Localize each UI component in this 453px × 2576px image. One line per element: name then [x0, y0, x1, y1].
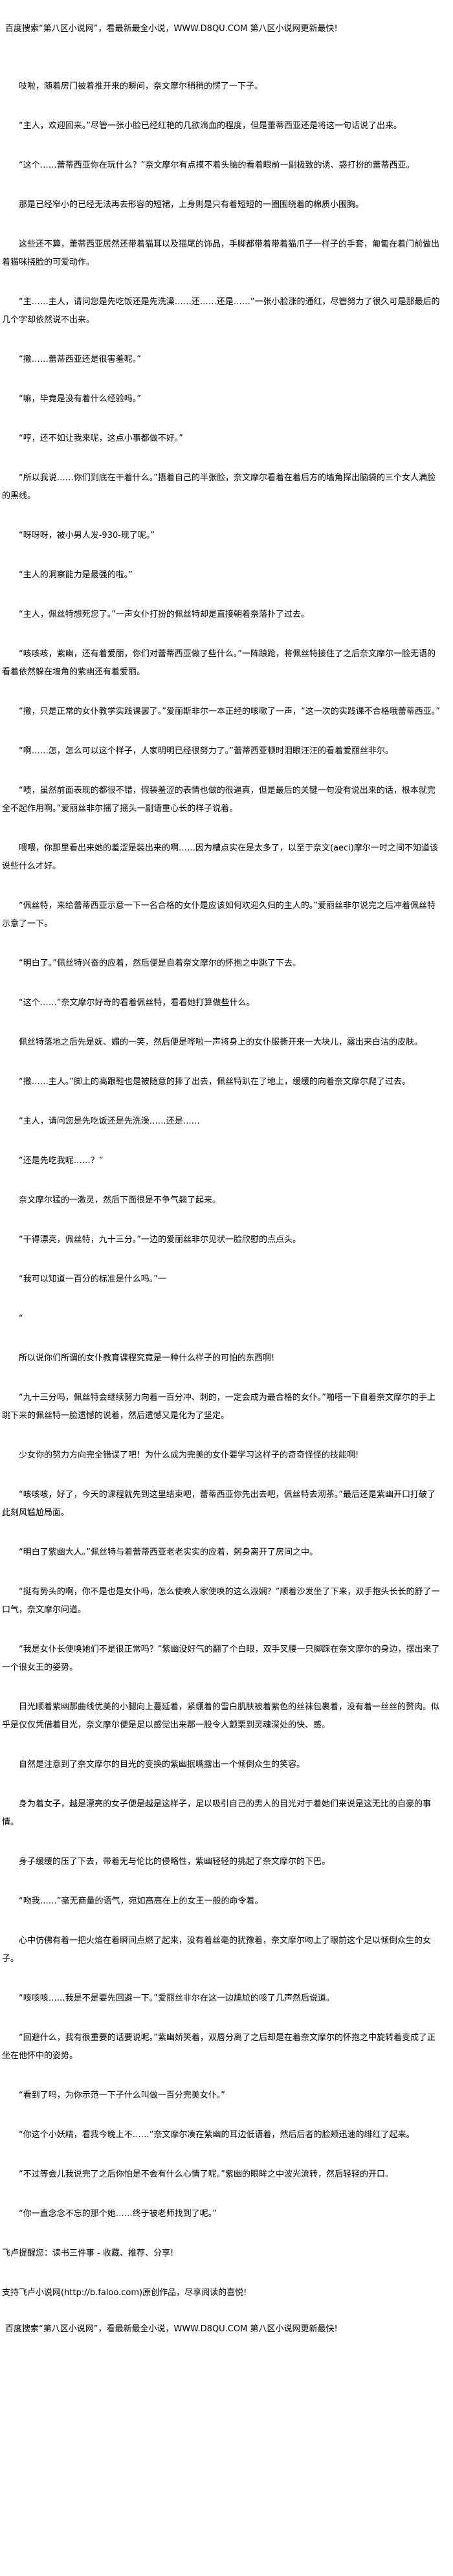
paragraph: “咳咳咳……我是不是要先回避一下。”爱丽丝非尔在这一边尴尬的咳了几声然后说道。 [19, 1993, 335, 2003]
paragraph: 喂喂，你那里看出来她的羞涩是装出来的啊……因为槽点实在是太多了，以至于奈文(ae… [2, 843, 438, 871]
paragraph: 这些还不算，蕾蒂西亚居然还带着猫耳以及猫尾的饰品，手脚都带着带着猫爪子一样子的手… [2, 239, 440, 267]
paragraph: “明白了紫幽大人。”佩丝特与着蕾蒂西亚老老实实的应着，躬身离开了房间之中。 [19, 1548, 318, 1557]
paragraph: “啊……怎，怎么可以这个样子，人家明明已经很努力了。”蕾蒂西亚顿时泪眼汪汪的看着… [19, 746, 393, 756]
paragraph: “呀呀呀，被小男人发-930-现了呢。” [19, 531, 155, 540]
paragraph: 所以说你们所谓的女仆教育课程究竟是一种什么样子的可怕的东西啊! [19, 1353, 275, 1363]
paragraph: 那是已经窄小的已经无法再去形容的短裙，上身则是只有着短短的一圈围绕着的棉质小围胸… [19, 200, 364, 210]
page: 百度搜索“第八区小说网”，看最新最全小说，WWW.D8QU.COM 第八区小说网… [2, 24, 442, 2334]
reader-notes: 飞卢提醒您：读书三件事 - 收藏、推荐、分享! 支持飞卢小说网(http://b… [2, 2245, 442, 2302]
paragraph: 身子缓缓的压了下去，带着无与伦比的侵略性，紫幽轻轻的挑起了奈文摩尔的下巴。 [19, 1857, 331, 1867]
paragraph: “干得漂亮，佩丝特，九十三分。”一边的爱丽丝非尔见状一脸欣慰的点点头。 [19, 1235, 301, 1245]
paragraph: 佩丝特落地之后先是妩、媚的一笑，然后便是哗啦一声将身上的女仆服撕开来一大块儿，露… [19, 1038, 423, 1047]
paragraph: 目光顺着紫幽那曲线优美的小腿向上蔓延着，紧绷着的雪白肌肤被着紫色的丝袜包裹着，没… [2, 1702, 440, 1730]
paragraph: “嘛，毕竟是没有着什么经验吗。” [19, 394, 141, 404]
paragraph: 身为着女子，越是漂亮的女子便是越是这样子，足以吸引自己的男人的目光对于着她们来说… [2, 1799, 432, 1827]
paragraph: “主人，佩丝特想死您了。”一声女仆打扮的佩丝特却是直接朝着奈落扑了过去。 [19, 610, 309, 619]
paragraph: “不过等会儿我说完了之后你怕是不会有什么心情了呢。”紫幽的眼眸之中波光流转，然后… [19, 2170, 393, 2179]
paragraph: “ [19, 1314, 23, 1324]
paragraph: “佩丝特，来给蕾蒂西亚示意一下一名合格的女仆是应该如何欢迎久归的主人的。”爱丽丝… [2, 901, 436, 929]
paragraph: “我是女仆长使唤她们不是很正常吗？”紫幽没好气的翻了个白眼，双手叉腰一只脚踩在奈… [2, 1645, 440, 1672]
paragraph: “哼，还不如让我来呢，这点小事都做不好。” [19, 434, 183, 443]
paragraph: “你这个小妖精，看我今晚上不……”奈文摩尔凑在紫幽的耳边低语着，然后后者的脸颊迅… [19, 2130, 415, 2140]
paragraph: “这个……蕾蒂西亚你在玩什么？”奈文摩尔有点摸不着头脑的看着眼前一副极致的诱、惑… [19, 161, 415, 170]
paragraph: “主人，请问您是先吃饭还是先洗澡……还是…… [19, 1116, 200, 1126]
paragraph: “咳咳咳，好了，今天的课程就先到这里结束吧，蕾蒂西亚你先出去吧，佩丝特去沏茶。”… [2, 1490, 436, 1518]
paragraph: 奈文摩尔猛的一激灵，然后下面很是不争气翘了起来。 [19, 1195, 221, 1205]
support-text: 支持飞卢小说网(http://b.faloo.com)原创作品，尽享阅读的喜悦! [2, 2288, 247, 2298]
paragraph: “回避什么，我有很重要的话要说呢。”紫幽娇笑着，双唇分离了之后却是在着奈文摩尔的… [2, 2033, 436, 2061]
paragraph: “明白了。”佩丝特兴奋的应着，然后便是自着奈文摩尔的怀抱之中跳了下去。 [19, 959, 301, 968]
paragraph: “咳咳咳，紫幽，还有着爱丽，你们对蕾蒂西亚做了些什么。”一阵踉跄，将佩丝特接住了… [2, 649, 436, 677]
paragraph: “还是先吃我呢……？” [19, 1156, 104, 1166]
paragraph: “看到了吗，为你示范一下子什么叫做一百分完美女仆。” [19, 2091, 225, 2100]
site-banner-bottom: 百度搜索“第八区小说网”，看最新最全小说，WWW.D8QU.COM 第八区小说网… [5, 2324, 338, 2334]
paragraph: 少女你的努力方向完全错误了吧！为什么成为完美的女仆要学习这样子的奇奇怪怪的技能啊… [19, 1450, 359, 1460]
reminder-text: 飞卢提醒您：读书三件事 - 收藏、推荐、分享! [2, 2248, 174, 2258]
paragraph: “吻我……”毫无商量的语气，宛如高高在上的女王一般的命令着。 [19, 1896, 263, 1906]
chapter-body: 吱啦，随着房门被着推开来的瞬间，奈文摩尔稍稍的愣了一下子。 “主人，欢迎回来。”尽… [2, 78, 442, 2223]
paragraph: 心中仿佛有着一把火焰在着瞬间点燃了起来，没有着丝毫的犹豫着，奈文摩尔吻上了眼前这… [2, 1936, 432, 1964]
paragraph: “你一直念念不忘的那个她……终于被老师找到了呢。” [19, 2209, 217, 2219]
paragraph: 自然是注意到了奈文摩尔的目光的变换的紫幽抿嘴露出一个倾倒众生的笑容。 [19, 1760, 305, 1770]
paragraph: 吱啦，随着房门被着推开来的瞬间，奈文摩尔稍稍的愣了一下子。 [19, 82, 263, 91]
paragraph: “所以我说……你们到底在干着什么。”捂着自己的半张脸，奈文摩尔看着在着后方的墙角… [2, 473, 436, 501]
paragraph: “主人，欢迎回来。”尽管一张小脸已经红艳的几欲滴血的程度，但是蕾蒂西亚还是将这一… [19, 121, 402, 131]
paragraph: “九十三分吗，佩丝特会继续努力向着一百分冲、刺的，一定会成为最合格的女仆。”啪嗒… [2, 1393, 436, 1421]
paragraph: “撒，只是正常的女仆教学实践课罢了。”爱丽斯非尔一本正经的咳嗽了一声，“这一次的… [19, 707, 440, 716]
site-banner-top: 百度搜索“第八区小说网”，看最新最全小说，WWW.D8QU.COM 第八区小说网… [5, 24, 338, 34]
paragraph: “主人的洞察能力是最强的啦。” [19, 570, 133, 580]
paragraph: “挺有势头的啊，你不是也是女仆吗，怎么使唤人家使唤的这么淑娴？”顺着沙发坐了下来… [2, 1587, 440, 1615]
paragraph: “啧，虽然前面表现的都很不错，假装羞涩的表情也做的很逼真，但是最后的关键一句没有… [2, 786, 436, 814]
paragraph: “主……主人，请问您是先吃饭还是先洗澡……还……还是……”一张小脸涨的通红，尽管… [2, 297, 440, 325]
paragraph: “这个……”奈文摩尔好奇的看着佩丝特，看看她打算做些什么。 [19, 998, 255, 1008]
paragraph: “撒……主人。”脚上的高跟鞋也是被随意的摔了出去，佩丝特趴在了地上，缓缓的向着奈… [19, 1077, 410, 1087]
paragraph: “我可以知道一百分的标准是什么吗。”一 [19, 1274, 166, 1284]
paragraph: “撒……蕾蒂西亚还是很害羞呢。” [19, 355, 141, 364]
